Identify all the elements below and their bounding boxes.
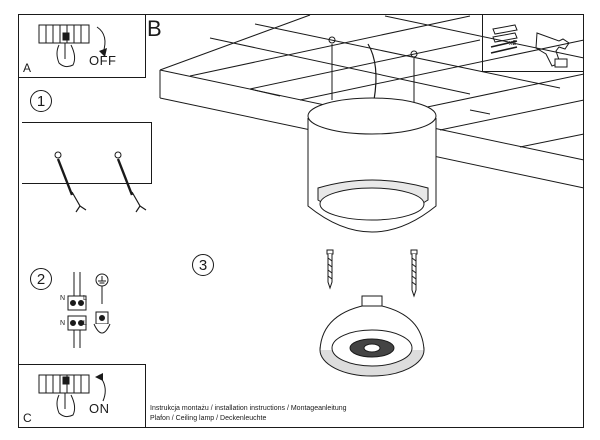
wire-ends-illustration	[71, 191, 147, 213]
wires-illustration	[54, 151, 134, 196]
lamp-body	[307, 97, 437, 233]
panel-c-letter: C	[23, 411, 32, 425]
caption-line-2: Plafon / Ceiling lamp / Deckenleuchte	[150, 414, 267, 422]
tools-illustration	[490, 24, 570, 68]
sheet-frame	[18, 14, 584, 428]
switch-on-illustration	[38, 373, 106, 418]
step-1-badge: 1	[30, 90, 52, 112]
on-label: ON	[89, 401, 110, 416]
step-2-badge: 2	[30, 268, 52, 290]
step-3-badge: 3	[192, 254, 214, 276]
caption-line-1: Instrukcja montażu / installation instru…	[150, 405, 347, 412]
caption: Instrukcja montażu / installation instru…	[150, 404, 347, 423]
mounting-screws	[326, 249, 418, 298]
tools-multiplier: x2	[509, 40, 517, 47]
panel-a-switch-off: A OFF	[18, 14, 146, 78]
terminal-l-top: L	[83, 295, 87, 302]
panel-c-switch-on: C ON	[18, 364, 146, 428]
switch-off-illustration	[38, 24, 107, 68]
terminal-l-bottom: L	[83, 320, 87, 327]
terminal-n-top: N	[60, 295, 66, 302]
panel-a-letter: A	[23, 61, 32, 75]
terminal-n-bottom: N	[60, 320, 66, 327]
tools-box: x2	[482, 14, 584, 72]
panel-b-letter: B	[147, 16, 162, 41]
terminal-block-illustration	[67, 272, 111, 348]
step-1-wires-box	[22, 122, 152, 196]
off-label: OFF	[89, 53, 117, 68]
reflector-bulb	[319, 295, 425, 377]
